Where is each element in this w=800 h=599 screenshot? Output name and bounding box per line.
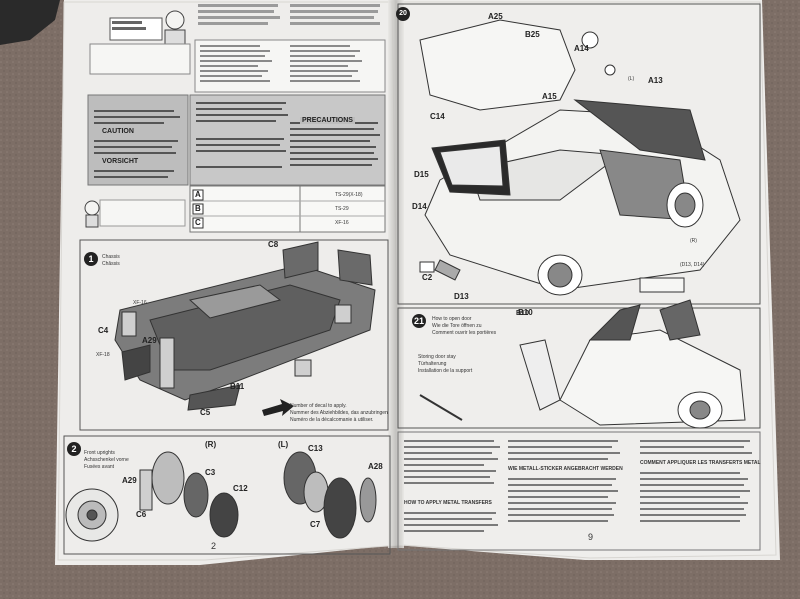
heading-precautions: PRECAUTIONS	[300, 117, 355, 124]
car-drawing	[419, 19, 741, 296]
step2-title-2: Achsschenkel vorne	[84, 457, 129, 463]
part-xf18: XF-18	[96, 352, 110, 358]
part-callouts	[419, 31, 685, 293]
table-code-c: XF-16	[335, 220, 349, 226]
part-c7: C7	[310, 520, 321, 529]
part-a13: A13	[648, 76, 663, 85]
decal-note-1: Number of decal to apply.	[290, 403, 347, 409]
transfer-box	[397, 431, 761, 551]
step2-title-3: Fusées avant	[84, 464, 115, 470]
step1-title-2: Châssis	[102, 261, 120, 267]
part-c12: C12	[233, 484, 248, 493]
uprights-drawing	[65, 451, 377, 542]
part-b11: B11	[230, 382, 245, 391]
decal-note-2: Nummer des Abziehbildes, das anzubringen	[290, 410, 388, 416]
part-a29-step2: A29	[122, 476, 137, 485]
step21-title-2: Wie die Tore öffnen zu	[432, 323, 482, 329]
step21-sub-2: Türhalterung	[418, 361, 447, 367]
part-c8: C8	[268, 240, 279, 249]
table-letter-b: B	[195, 204, 201, 213]
part-a25: A25	[488, 12, 503, 21]
step1-frame	[79, 239, 389, 431]
step21-frame	[397, 307, 761, 429]
step2-title-1: Front uprights	[84, 450, 115, 456]
left-page-number: 2	[211, 541, 217, 551]
chassis-drawing	[114, 241, 376, 411]
part-c6: C6	[136, 510, 147, 519]
side-right: (R)	[205, 440, 217, 449]
part-a28: A28	[368, 462, 383, 471]
table-letter-a: A	[195, 190, 201, 199]
part-c4: C4	[98, 326, 109, 335]
right-page-number: 9	[588, 532, 594, 542]
part-c3: C3	[205, 468, 216, 477]
step1-number: 1	[84, 252, 98, 266]
part-d13: D13	[454, 292, 469, 301]
step21-number: 21	[412, 314, 426, 328]
step21-title-1: How to open door	[432, 316, 472, 322]
part-b10-step21: B10	[516, 310, 529, 317]
step21-sub-1: Storing door stay	[418, 354, 456, 360]
step21-title-3: Comment ouvrir les portières	[432, 330, 497, 336]
transfer-heading-de: WIE METALL-STICKER ANGEBRACHT WERDEN	[508, 466, 623, 472]
paint-table	[89, 39, 386, 93]
part-c14: C14	[430, 112, 445, 121]
part-a15: A15	[542, 92, 557, 101]
part-a14: A14	[574, 44, 589, 53]
transfer-heading: HOW TO APPLY METAL TRANSFERS	[404, 500, 492, 506]
step2-frame	[63, 435, 391, 555]
step1-title-1: Chassis	[102, 254, 120, 260]
part-c13: C13	[308, 444, 323, 453]
part-xf16: XF-16	[133, 300, 147, 306]
part-d15: D15	[414, 170, 429, 179]
dark-object	[0, 0, 60, 45]
cartoon-figure	[109, 10, 186, 47]
part-a29-step1: A29	[142, 336, 157, 345]
side-d13-d14: (D13, D14)	[680, 262, 705, 268]
part-c2: C2	[422, 273, 433, 282]
table-code-b: TS-29	[335, 206, 349, 212]
open-door-drawing	[419, 299, 746, 429]
transfer-heading-fr: COMMENT APPLIQUER LES TRANSFERTS METAL	[640, 460, 761, 466]
step20-number: 20	[396, 7, 410, 21]
step2-number: 2	[67, 442, 81, 456]
part-b25: B25	[525, 30, 540, 39]
step21-sub-3: Installation de la support	[418, 368, 473, 374]
arrow-icon	[262, 399, 294, 416]
transfer-text	[404, 440, 752, 532]
part-b10: B10	[518, 308, 533, 317]
side-l-step20: (L)	[628, 76, 635, 82]
table-letter-c: C	[195, 218, 201, 227]
decal-note-3: Numéro de la décalcomanie à utiliser.	[290, 417, 374, 423]
part-d14: D14	[412, 202, 427, 211]
left-top-text	[198, 4, 380, 25]
heading-caution: CAUTION	[100, 128, 136, 135]
color-chart	[189, 185, 386, 233]
table-code-a: TS-29(X-18)	[335, 192, 363, 198]
side-r-step20: (R)	[690, 238, 697, 244]
part-c5: C5	[200, 408, 211, 417]
step20-frame	[397, 3, 761, 305]
gutter-shadow	[388, 0, 404, 548]
mascot-small	[84, 199, 186, 228]
heading-vorsicht: VORSICHT	[100, 158, 141, 165]
side-left: (L)	[278, 440, 289, 449]
